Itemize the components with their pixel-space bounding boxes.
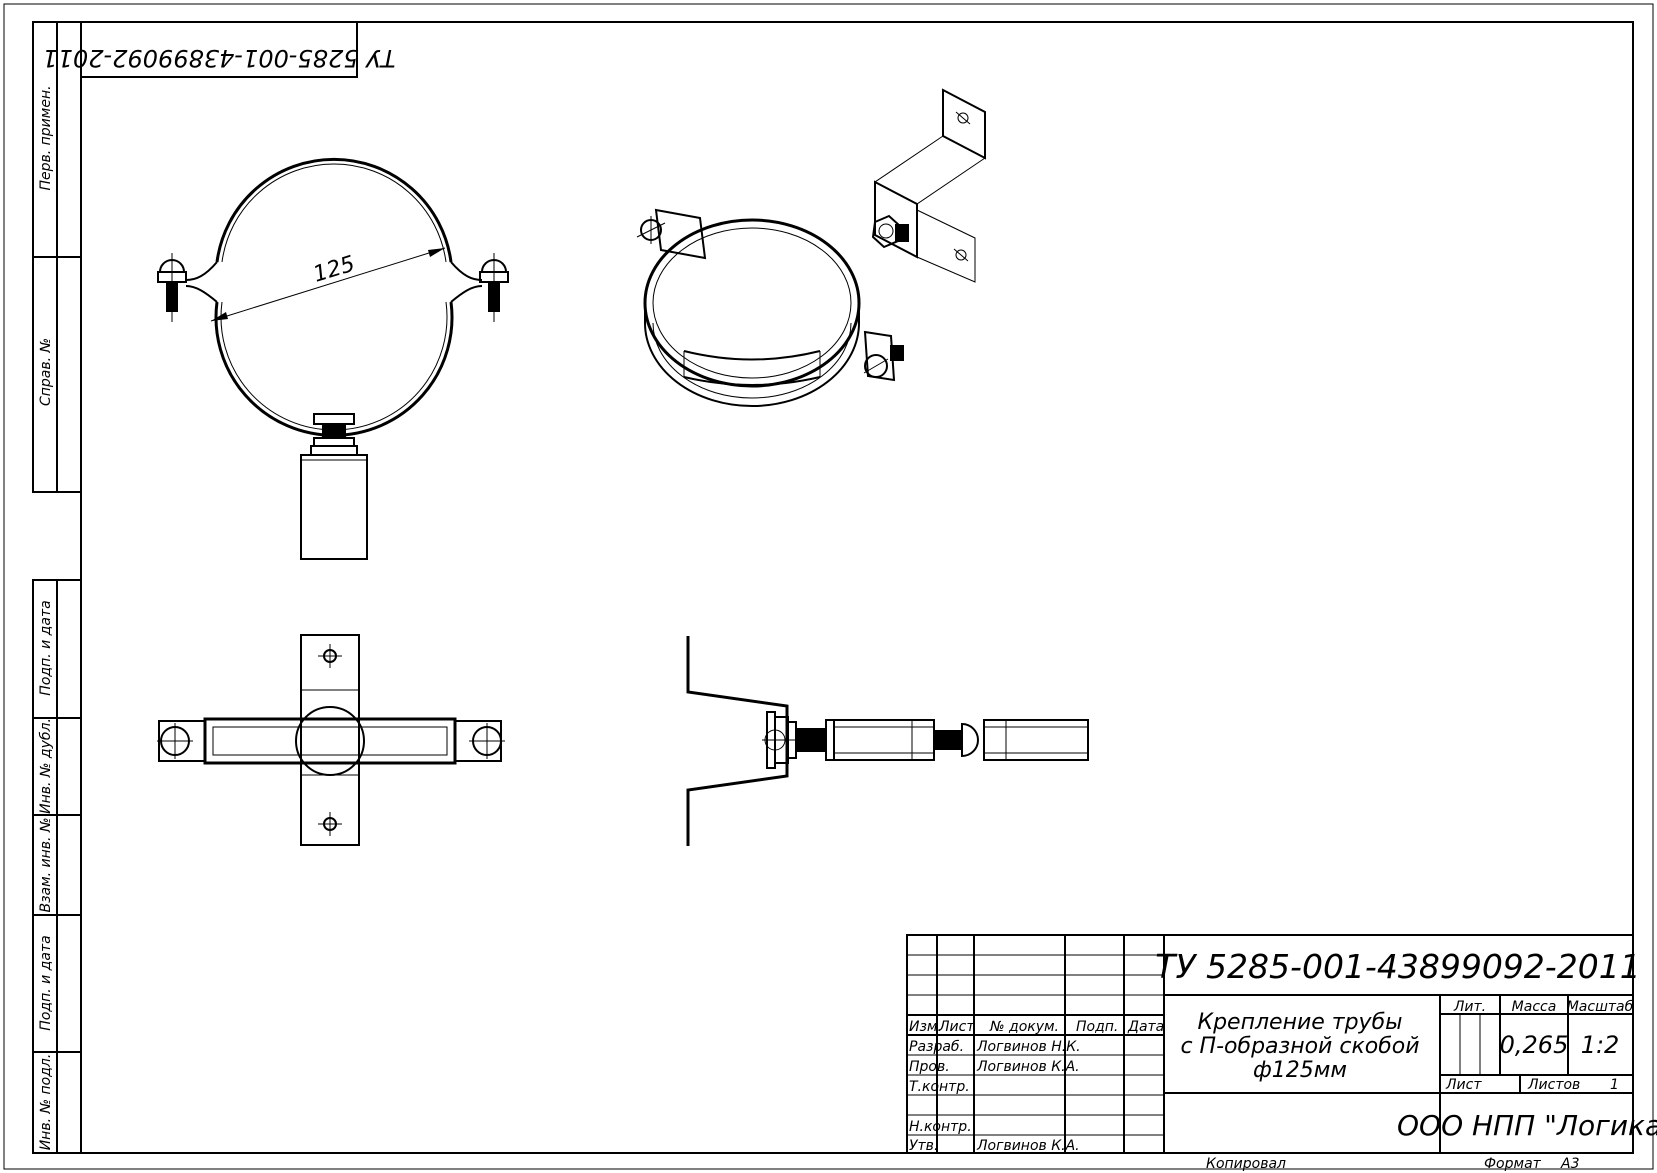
side-stud-thread: [796, 728, 826, 752]
mass-label: Масса: [1512, 999, 1557, 1015]
lit-label: Лит.: [1453, 999, 1486, 1015]
col-header-date: Дата: [1127, 1019, 1164, 1035]
side-label-podp-data-2: Подп. и дата: [38, 935, 54, 1030]
right-bolt-thread: [488, 282, 500, 312]
side-label-sprav-no: Справ. №: [38, 338, 54, 406]
left-bolt-thread: [166, 282, 178, 312]
role-prov-label: Пров.: [909, 1059, 950, 1075]
role-razrab-label: Разраб.: [909, 1039, 964, 1055]
top-view: [157, 634, 505, 846]
side-view: [686, 636, 1089, 846]
scale-value: 1:2: [1581, 1031, 1620, 1059]
isometric-view: [636, 88, 986, 407]
col-header-sign: Подп.: [1076, 1019, 1118, 1035]
title-block: Изм. Лист № докум. Подп. Дата Разраб. Ло…: [906, 934, 1657, 1154]
format-value: А3: [1560, 1156, 1579, 1172]
role-nkontr-label: Н.контр.: [909, 1119, 972, 1135]
role-utv-label: Утв.: [909, 1138, 938, 1154]
iso-stud-thread: [895, 224, 909, 242]
role-tkontr-label: Т.контр.: [909, 1079, 970, 1095]
front-view: 125: [157, 157, 509, 560]
format-label: Формат: [1484, 1156, 1542, 1172]
side-label-inv-podl: Инв. № подл.: [38, 1054, 54, 1151]
diameter-dimension-label: 125: [310, 252, 357, 288]
scale-label: Масштаб: [1567, 999, 1634, 1015]
side-bolt-thread: [934, 730, 962, 750]
bottom-stud-thread: [322, 424, 346, 438]
col-header-doc-no: № докум.: [989, 1019, 1059, 1035]
sheet-label: Лист: [1445, 1077, 1482, 1093]
col-header-list: Лист: [938, 1019, 975, 1035]
sheets-value: 1: [1610, 1077, 1619, 1093]
role-prov-name: Логвинов К.А.: [976, 1059, 1080, 1075]
title-line-2: с П-образной скобой: [1180, 1034, 1419, 1059]
side-stamp: Перв. примен. Справ. № Подп. и дата Инв.…: [32, 21, 82, 1154]
mass-value: 0,265: [1500, 1031, 1569, 1059]
document-code: ТУ 5285-001-43899092-2011: [1155, 947, 1640, 986]
rotated-code-box: ТУ 5285-001-43899092-2011: [42, 21, 396, 78]
role-razrab-name: Логвинов Н.К.: [976, 1039, 1081, 1055]
organization-name: ООО НПП "Логика": [1397, 1109, 1657, 1142]
side-label-vzam-inv: Взам. инв. №: [38, 817, 54, 912]
iso-lower-bolt-thread: [890, 345, 904, 361]
sheets-label: Листов: [1527, 1077, 1580, 1093]
col-header-izm: Изм.: [909, 1019, 942, 1035]
side-label-podp-data-1: Подп. и дата: [38, 600, 54, 695]
sheet-trim-border: [3, 3, 1654, 1170]
rotated-doc-code: ТУ 5285-001-43899092-2011: [42, 44, 395, 72]
role-utv-name: Логвинов К.А.: [976, 1138, 1080, 1154]
title-line-1: Крепление трубы: [1197, 1010, 1402, 1035]
title-line-3: ф125мм: [1253, 1058, 1347, 1083]
copied-label: Копировал: [1206, 1156, 1286, 1172]
side-label-inv-dubl: Инв. № дубл.: [38, 718, 54, 814]
side-label-perv-primen: Перв. примен.: [38, 85, 54, 190]
